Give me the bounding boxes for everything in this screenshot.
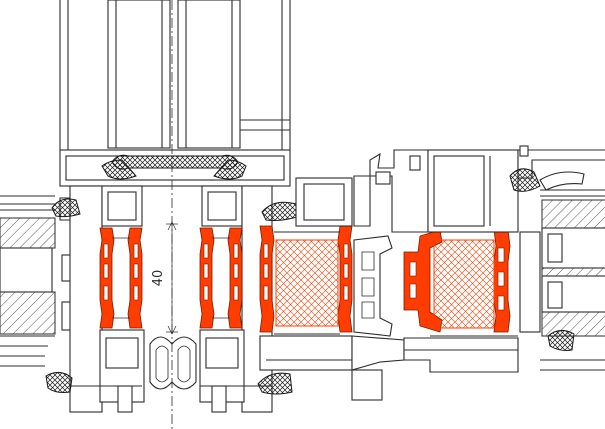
left-bottom-seal bbox=[45, 372, 73, 393]
frame-profile bbox=[259, 149, 429, 401]
left-sash-profile bbox=[45, 185, 145, 413]
gasket-left-lobe bbox=[101, 159, 137, 180]
central-gasket bbox=[111, 154, 239, 170]
left-glazing-unit bbox=[0, 195, 77, 367]
outer-top-seal bbox=[509, 168, 541, 192]
left-top-seal bbox=[51, 198, 81, 218]
bottom-center-gasket bbox=[149, 336, 197, 390]
outer-frame-profile bbox=[403, 145, 605, 373]
gasket-right-lobe bbox=[213, 159, 247, 180]
right-bottom-seal bbox=[257, 372, 293, 395]
right-sash-profile bbox=[199, 185, 301, 413]
thermal-break-strips bbox=[99, 225, 511, 333]
dimension-label: 40 bbox=[151, 270, 166, 287]
dimension-40: 40 bbox=[151, 221, 178, 335]
right-glazing-unit bbox=[540, 189, 605, 337]
